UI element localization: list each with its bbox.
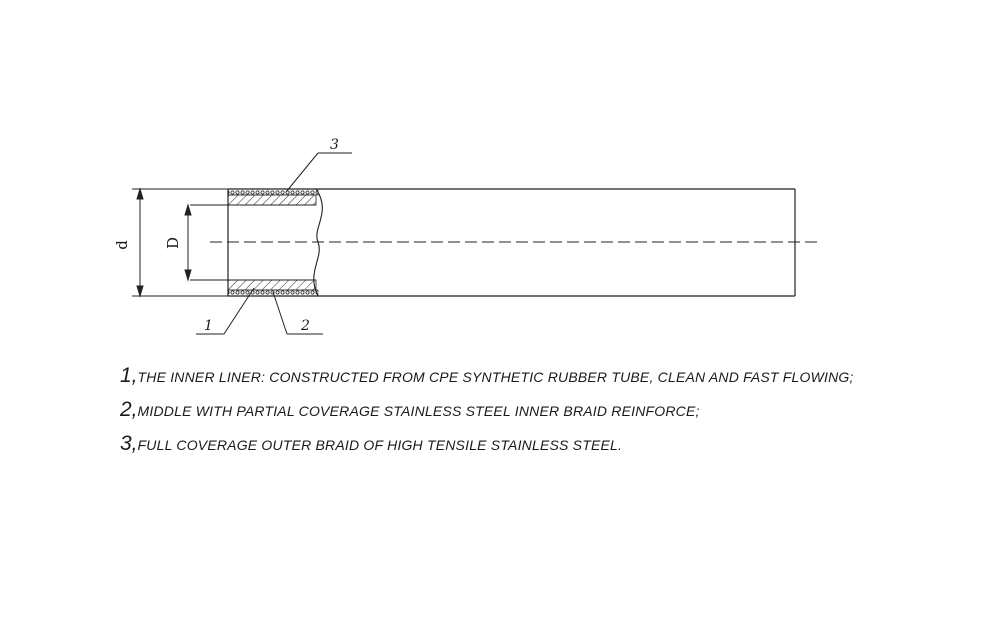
leader-2 <box>272 291 323 335</box>
note-number: 2, <box>120 398 138 421</box>
construction-notes: 1,THE INNER LINER: CONSTRUCTED FROM CPE … <box>120 362 990 464</box>
inner-liner-top <box>227 194 317 206</box>
callout-1: 1 <box>204 318 213 334</box>
dimension-label-d: d <box>113 240 131 250</box>
note-text: FULL COVERAGE OUTER BRAID OF HIGH TENSIL… <box>137 437 623 453</box>
note-number: 1, <box>120 364 138 387</box>
note-1: 1,THE INNER LINER: CONSTRUCTED FROM CPE … <box>120 362 990 396</box>
leader-3 <box>285 152 352 193</box>
leader-1 <box>196 287 255 335</box>
note-text: MIDDLE WITH PARTIAL COVERAGE STAINLESS S… <box>137 403 700 419</box>
callout-2: 2 <box>300 318 310 334</box>
inner-liner-bottom <box>227 279 317 291</box>
outer-braid-top <box>227 188 319 196</box>
note-number: 3, <box>120 432 138 455</box>
note-text: THE INNER LINER: CONSTRUCTED FROM CPE SY… <box>137 369 854 385</box>
note-2: 2,MIDDLE WITH PARTIAL COVERAGE STAINLESS… <box>120 396 990 430</box>
callout-3: 3 <box>330 137 339 153</box>
dimension-outer-diameter <box>132 187 228 298</box>
dimension-label-D: D <box>164 237 182 249</box>
note-3: 3,FULL COVERAGE OUTER BRAID OF HIGH TENS… <box>120 430 990 464</box>
dimension-inner-diameter <box>184 203 192 282</box>
